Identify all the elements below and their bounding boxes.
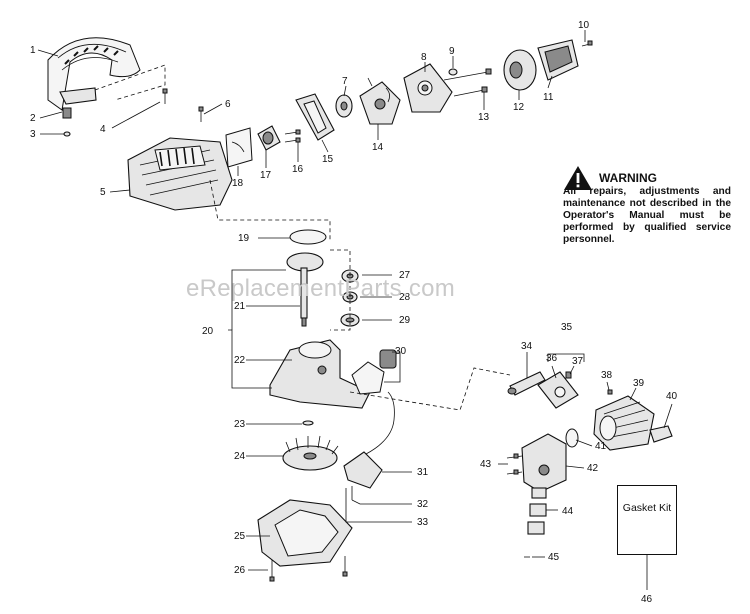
callout-11: 11 (543, 92, 554, 103)
part-13-screws (443, 68, 492, 97)
callout-37: 37 (572, 356, 584, 367)
part-16-screws (284, 129, 301, 143)
part-6-screw (198, 106, 204, 122)
callout-7: 7 (342, 76, 348, 87)
callout-40: 40 (666, 391, 678, 402)
callout-3: 3 (30, 129, 36, 140)
callout-34: 34 (521, 341, 533, 352)
callout-42: 42 (587, 463, 599, 474)
part-41-gasket (565, 428, 579, 448)
callout-45: 45 (548, 552, 560, 563)
watermark: eReplacementParts.com (186, 275, 456, 302)
callout-9: 9 (449, 46, 455, 57)
callout-31: 31 (417, 467, 429, 478)
part-42-muffler (521, 433, 567, 493)
part-7-spacer (335, 94, 353, 118)
part-8-carburetor-body (403, 63, 453, 113)
callout-8: 8 (421, 52, 427, 63)
part-36-piston (537, 371, 579, 409)
callout-20: 20 (202, 326, 214, 337)
gasket-kit-box: Gasket Kit (617, 485, 677, 555)
part-11-filter-cover (537, 39, 579, 81)
leader-lines (37, 30, 673, 590)
callout-17: 17 (260, 170, 272, 181)
callout-29: 29 (399, 315, 411, 326)
part-10-screw (581, 40, 593, 47)
part-15-carb-gasket (295, 93, 335, 141)
part-23-retainer (302, 420, 314, 426)
callout-46: 46 (641, 594, 653, 605)
callout-23: 23 (234, 419, 246, 430)
callout-18: 18 (232, 178, 244, 189)
part-24-flywheel (282, 435, 339, 471)
part-12-air-filter (503, 49, 537, 91)
part-18-gasket (225, 127, 253, 168)
part-19-gasket (289, 229, 327, 245)
part-25-housing (257, 499, 353, 567)
callout-13: 13 (478, 112, 490, 123)
part-37-pin (565, 371, 572, 379)
callout-24: 24 (234, 451, 246, 462)
callout-38: 38 (601, 370, 613, 381)
gasket-kit-label: Gasket Kit (622, 502, 672, 514)
callout-19: 19 (238, 233, 250, 244)
part-26-screws (269, 556, 348, 582)
callout-32: 32 (417, 499, 429, 510)
callout-27: 27 (399, 270, 411, 281)
callout-30: 30 (395, 346, 407, 357)
callout-44: 44 (562, 506, 574, 517)
callout-35: 35 (561, 322, 573, 333)
part-30-gasket (351, 361, 385, 395)
part-40-spark-plug (649, 425, 673, 443)
part-5-cylinder-cover (127, 137, 233, 211)
callout-5: 5 (100, 187, 106, 198)
callout-4: 4 (100, 124, 106, 135)
callout-39: 39 (633, 378, 645, 389)
part-38-screw (607, 389, 613, 395)
part-21-crankshaft (286, 252, 324, 327)
callout-14: 14 (372, 142, 384, 153)
callout-15: 15 (322, 154, 334, 165)
part-22-crankcase (269, 339, 371, 409)
callout-41: 41 (595, 441, 607, 452)
callout-36: 36 (546, 353, 558, 364)
callout-1: 1 (30, 45, 36, 56)
callout-26: 26 (234, 565, 246, 576)
callout-28: 28 (399, 292, 411, 303)
part-43-screws (506, 453, 523, 475)
part-39-cylinder (593, 395, 655, 451)
warning-body: All repairs, adjustments and maintenance… (563, 186, 731, 246)
callout-labels: 1 2 3 4 5 6 7 8 9 10 11 12 13 14 15 16 1… (30, 20, 678, 605)
callout-33: 33 (417, 517, 429, 528)
part-9-washer (448, 68, 458, 76)
callout-22: 22 (234, 355, 246, 366)
callout-43: 43 (480, 459, 492, 470)
part-31-ignition-module (343, 349, 397, 489)
callout-10: 10 (578, 20, 590, 31)
callout-2: 2 (30, 113, 36, 124)
callout-12: 12 (513, 102, 525, 113)
part-14-carburetor (359, 77, 401, 125)
callout-16: 16 (292, 164, 304, 175)
part-17-adapter (257, 125, 281, 151)
warning-triangle-icon (564, 166, 592, 190)
callout-6: 6 (225, 99, 231, 110)
part-34-connecting-rod (507, 371, 546, 396)
part-1-muffler-shield (47, 37, 166, 137)
part-44-spacers (527, 487, 547, 535)
callout-25: 25 (234, 531, 246, 542)
warning-title: WARNING (599, 171, 657, 185)
part-4-screw (162, 88, 168, 104)
callout-21: 21 (234, 301, 246, 312)
